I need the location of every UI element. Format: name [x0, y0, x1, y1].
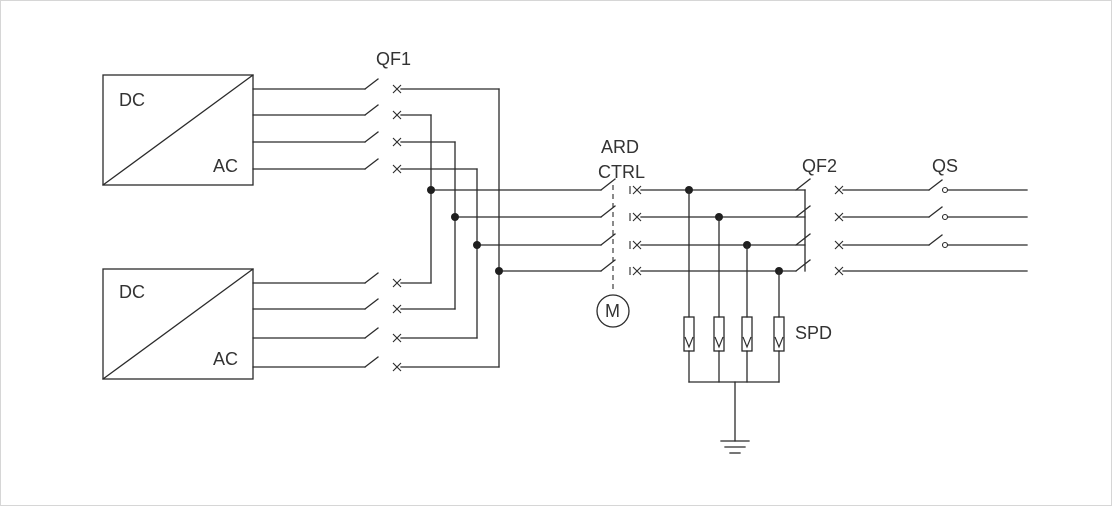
- qf1-upper-poles: [252, 78, 500, 174]
- inverter-2-box: [102, 268, 254, 380]
- inverter-1-diagonal: [102, 74, 254, 186]
- ctrl-label: CTRL: [598, 162, 645, 182]
- combining-buses: [430, 88, 500, 368]
- ard-label: ARD: [601, 137, 639, 157]
- main-lines: [430, 189, 602, 272]
- inverter-2-dc-label: DC: [119, 282, 145, 302]
- motor: M: [596, 294, 630, 328]
- spd-element-3: [741, 316, 753, 352]
- qs-disconnector: [928, 179, 1028, 249]
- inverter-1-ac-label: AC: [213, 156, 238, 176]
- spd-junctions: [685, 186, 783, 275]
- ard-switch: [600, 178, 642, 293]
- spd-label: SPD: [795, 323, 832, 343]
- inverter-1: DC AC: [102, 74, 254, 186]
- inverter-2-diagonal: [102, 268, 254, 380]
- surge-protector: [683, 189, 785, 442]
- qf2-breaker: [795, 178, 844, 276]
- inverter-1-box: [102, 74, 254, 186]
- qf1-lower-poles: [252, 272, 500, 372]
- spd-element-1: [683, 316, 695, 352]
- qf2-label: QF2: [802, 156, 837, 176]
- qf1-label: QF1: [376, 49, 411, 69]
- inverter-1-dc-label: DC: [119, 90, 145, 110]
- ground-icon: [720, 440, 750, 454]
- bus-junctions: [427, 186, 503, 275]
- spd-element-4: [773, 316, 785, 352]
- inverter-2-ac-label: AC: [213, 349, 238, 369]
- spd-element-2: [713, 316, 725, 352]
- ard-to-qf2-lines: [640, 189, 806, 272]
- qs-label: QS: [932, 156, 958, 176]
- qf2-to-qs-lines: [842, 189, 1028, 272]
- inverter-2: DC AC: [102, 268, 254, 380]
- motor-label: M: [605, 301, 620, 321]
- motor-circle: [596, 294, 630, 328]
